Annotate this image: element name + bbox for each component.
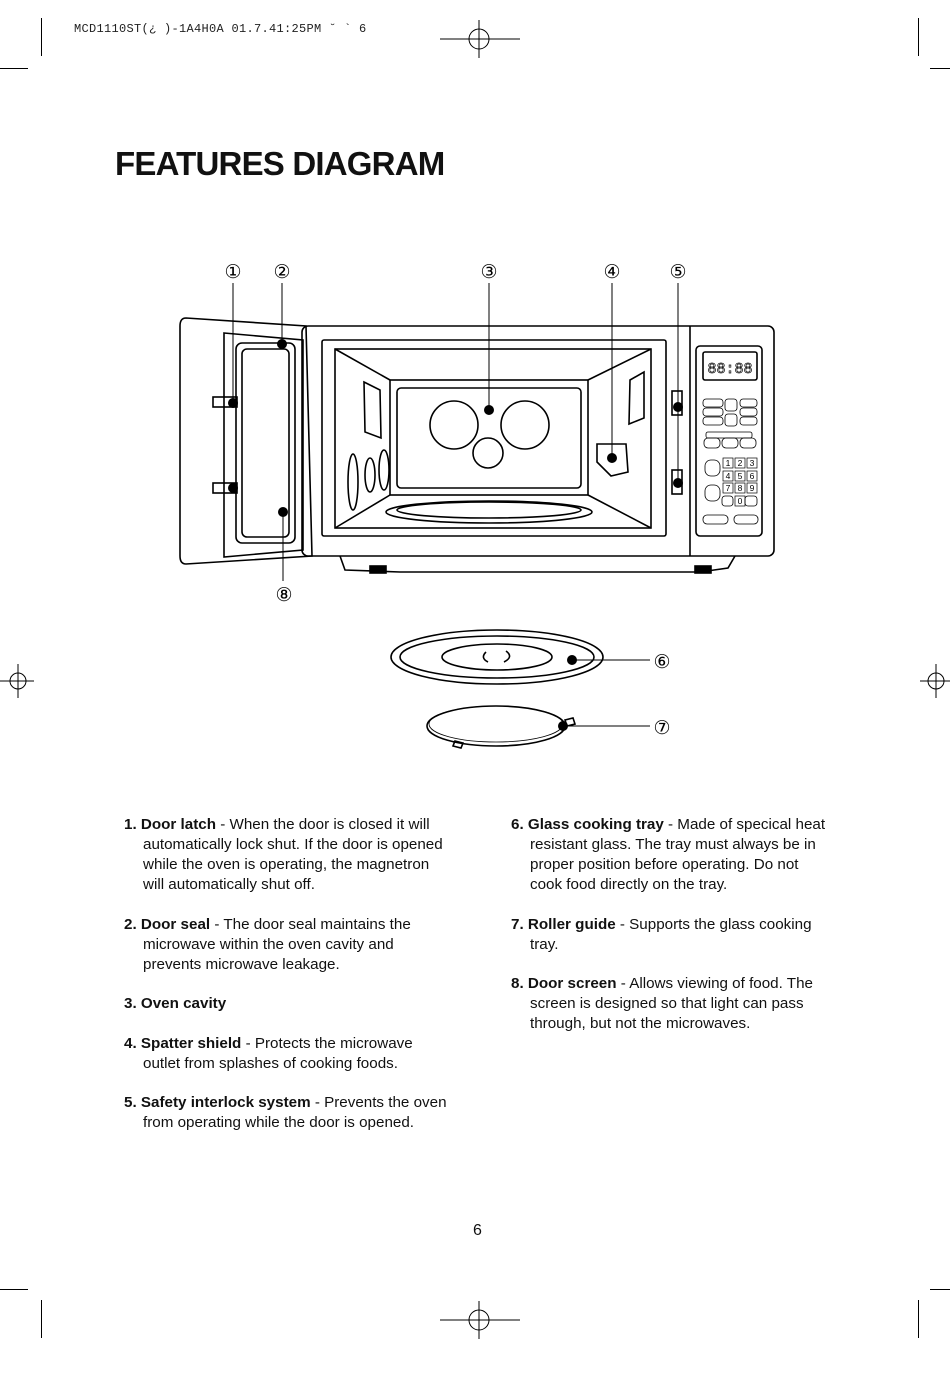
oven-cavity-outline bbox=[321, 339, 667, 537]
callout-2: ② bbox=[273, 262, 290, 283]
feature-item: 6. Glass cooking tray - Made of specical… bbox=[511, 816, 826, 893]
page-title: FEATURES DIAGRAM bbox=[115, 145, 445, 182]
numpad-key: 8 bbox=[738, 483, 743, 493]
callout-8: ⑧ bbox=[275, 585, 292, 606]
crop-mark bbox=[41, 1300, 42, 1338]
numpad-key: 2 bbox=[738, 458, 743, 468]
feature-name: Roller guide bbox=[527, 915, 616, 933]
feature-desc: - Protects the microwave outlet from spl… bbox=[143, 1034, 413, 1072]
numpad-key: 4 bbox=[726, 471, 731, 481]
feature-name: Door latch bbox=[140, 816, 217, 833]
print-slug: MCD1110ST(¿ )-1A4H0A 01.7.41:25PM ˘ ` 6 bbox=[74, 22, 367, 36]
crop-mark bbox=[930, 68, 950, 69]
callout-7: ⑦ bbox=[653, 718, 670, 739]
feature-list-right: 6. Glass cooking tray - Made of specical… bbox=[511, 815, 831, 1054]
feature-item: 4. Spatter shield - Protects the microwa… bbox=[124, 1034, 413, 1072]
crop-mark bbox=[930, 1289, 950, 1290]
feature-item: 5. Safety interlock system - Prevents th… bbox=[124, 1094, 447, 1131]
crop-mark bbox=[918, 1300, 919, 1338]
numpad-key: 6 bbox=[750, 471, 755, 481]
feature-desc: - When the door is closed it will automa… bbox=[143, 816, 443, 893]
callout-4: ④ bbox=[603, 262, 620, 283]
crop-mark bbox=[918, 18, 919, 56]
page-number: 6 bbox=[473, 1222, 482, 1239]
numpad-key: 7 bbox=[726, 483, 731, 493]
feature-desc: - Made of specical heat resistant glass.… bbox=[530, 816, 826, 893]
numpad-key: 3 bbox=[750, 458, 755, 468]
glass-tray-outline bbox=[390, 629, 604, 685]
crop-mark bbox=[0, 1289, 28, 1290]
feature-name: Spatter shield bbox=[140, 1034, 242, 1052]
feature-list-left: 1. Door latch - When the door is closed … bbox=[124, 815, 454, 1153]
feature-item: 1. Door latch - When the door is closed … bbox=[124, 816, 443, 893]
feature-name: Door screen bbox=[527, 975, 617, 992]
control-panel-outline bbox=[695, 345, 763, 537]
numpad-key: 5 bbox=[738, 471, 743, 481]
feature-name: Oven cavity bbox=[140, 995, 227, 1012]
numpad-key: 0 bbox=[738, 496, 743, 506]
feature-desc: - Allows viewing of food. The screen is … bbox=[530, 975, 813, 1032]
panel-display: 88:88 bbox=[707, 361, 752, 378]
feature-item: 7. Roller guide - Supports the glass coo… bbox=[511, 915, 812, 953]
feature-name: Door seal bbox=[140, 915, 211, 933]
feature-desc: - Prevents the oven from operating while… bbox=[143, 1094, 447, 1131]
crop-mark bbox=[41, 18, 42, 56]
callout-3: ③ bbox=[480, 262, 497, 283]
numpad-key: 1 bbox=[726, 458, 731, 468]
feature-desc: - The door seal maintains the microwave … bbox=[143, 915, 411, 973]
callout-6: ⑥ bbox=[653, 652, 670, 673]
feature-name: Safety interlock system bbox=[140, 1094, 311, 1111]
door-outline bbox=[179, 317, 313, 565]
feature-name: Glass cooking tray bbox=[527, 816, 664, 833]
oven-body-outline bbox=[301, 325, 775, 557]
callout-1: ① bbox=[224, 262, 241, 283]
feature-item: 3. Oven cavity bbox=[124, 995, 227, 1012]
numpad-key: 9 bbox=[750, 483, 755, 493]
callout-5: ⑤ bbox=[669, 262, 686, 283]
feature-desc: - Supports the glass cooking tray. bbox=[530, 915, 812, 953]
feature-item: 8. Door screen - Allows viewing of food.… bbox=[511, 975, 813, 1032]
crop-mark bbox=[0, 68, 28, 69]
roller-guide-outline bbox=[426, 705, 566, 747]
feature-item: 2. Door seal - The door seal maintains t… bbox=[124, 915, 411, 973]
